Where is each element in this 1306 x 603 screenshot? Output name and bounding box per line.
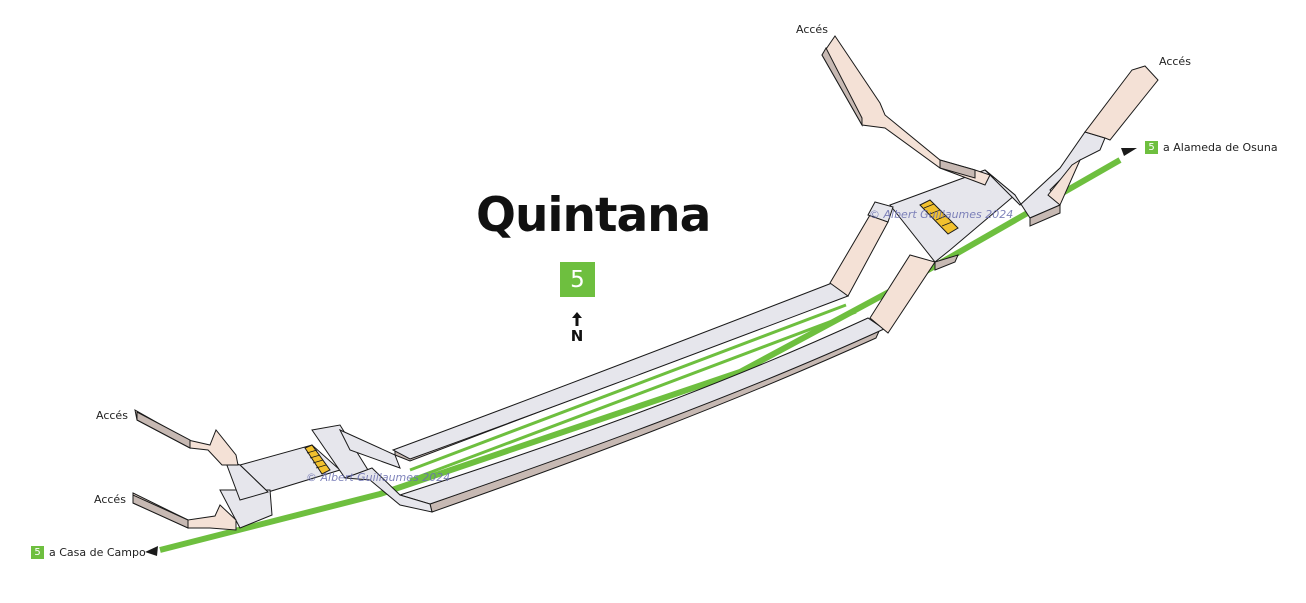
direction-east-line-badge: 5	[1145, 141, 1158, 154]
platform-south	[398, 310, 886, 513]
access-label-west-1: Accés	[96, 409, 128, 422]
east-access-south	[1047, 65, 1159, 206]
north-label: N	[570, 327, 584, 345]
west-access-upper	[134, 409, 239, 466]
north-indicator: N	[567, 312, 587, 345]
station-title: Quintana	[476, 188, 711, 243]
direction-east-label: a Alameda de Osuna	[1163, 141, 1278, 154]
east-direction-arrow	[1121, 148, 1137, 156]
direction-west-label: a Casa de Campo	[49, 546, 146, 559]
west-escalator	[304, 444, 331, 475]
access-label-north-2: Accés	[1159, 55, 1191, 68]
west-direction-arrow	[145, 546, 158, 556]
direction-east: 5 a Alameda de Osuna	[1145, 141, 1278, 154]
east-vestibule	[889, 131, 1106, 271]
access-label-west-2: Accés	[94, 493, 126, 506]
east-access-north	[821, 35, 991, 186]
copyright-credit-east: © Albert Guillaumes 2024	[869, 208, 1014, 221]
direction-west-line-badge: 5	[31, 546, 44, 559]
east-stair-north	[829, 201, 894, 297]
access-label-north-1: Accés	[796, 23, 828, 36]
line-5-badge: 5	[560, 262, 595, 297]
east-stair-south	[869, 254, 936, 334]
copyright-credit-west: © Albert Guillaumes 2024	[306, 471, 451, 484]
north-arrow-icon	[572, 312, 582, 326]
west-access-lower	[132, 492, 237, 531]
direction-west: 5 a Casa de Campo	[31, 546, 146, 559]
east-escalator	[919, 199, 959, 235]
